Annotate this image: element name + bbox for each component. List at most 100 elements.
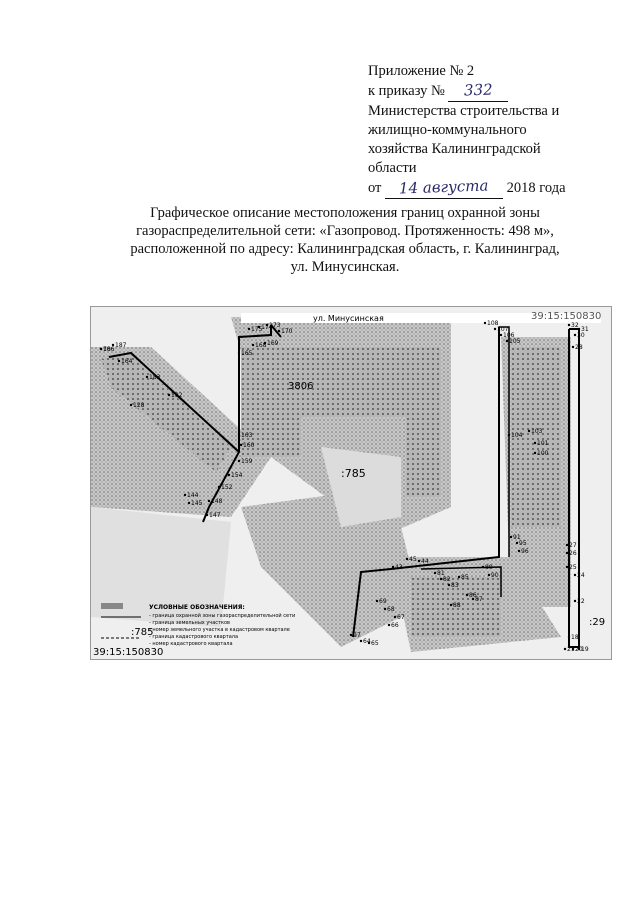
point-label: 163 <box>241 432 253 439</box>
point-label: 27 <box>569 542 577 549</box>
order-reference: к приказу № 332 <box>368 81 628 102</box>
appendix-header: Приложение № 2 к приказу № 332 Министерс… <box>368 62 628 199</box>
point-marker <box>167 393 171 397</box>
point-marker <box>571 647 575 651</box>
point-marker <box>227 473 231 477</box>
point-marker <box>187 501 191 505</box>
point-marker <box>449 603 453 607</box>
point-label: 88 <box>453 602 461 609</box>
point-label: 81 <box>437 570 445 577</box>
point-label: 107 <box>497 326 509 333</box>
quarter-label-bottom: 39:15:150830 <box>93 647 163 658</box>
point-label: 108 <box>487 320 499 327</box>
point-label: 148 <box>211 498 223 505</box>
point-marker <box>129 403 133 407</box>
point-label: 21 <box>567 646 575 653</box>
point-label: 144 <box>187 492 199 499</box>
street-band <box>241 313 601 323</box>
point-label: 45 <box>409 556 417 563</box>
point-marker <box>145 375 149 379</box>
point-label: 152 <box>221 484 233 491</box>
point-marker <box>567 635 571 639</box>
parcel-3806: 3806 <box>288 381 313 392</box>
point-label: 128 <box>133 402 145 409</box>
legend-item-5: - номер кадастрового квартала <box>149 641 233 647</box>
point-marker <box>263 341 267 345</box>
point-marker <box>447 583 451 587</box>
point-label: 147 <box>209 512 221 519</box>
point-marker <box>533 441 537 445</box>
point-label: 186 <box>103 346 115 353</box>
point-label: 28 <box>575 344 583 351</box>
point-label: 22 <box>577 598 585 605</box>
point-marker <box>573 333 577 337</box>
point-marker <box>277 329 281 333</box>
point-marker <box>257 325 261 329</box>
point-label: 24 <box>577 572 585 579</box>
point-label: 182 <box>171 392 183 399</box>
point-label: 173 <box>269 322 281 329</box>
order-number-underline: 332 <box>448 81 509 102</box>
point-marker <box>527 429 531 433</box>
terrain-sw <box>91 507 231 627</box>
ministry-line-2: жилищно-коммунального <box>368 122 527 138</box>
zone-line-north <box>238 325 272 452</box>
point-marker <box>207 499 211 503</box>
point-marker <box>393 615 397 619</box>
point-marker <box>433 571 437 575</box>
point-marker <box>509 535 513 539</box>
point-label: 100 <box>537 450 549 457</box>
point-label: 66 <box>391 622 399 629</box>
point-marker <box>251 343 255 347</box>
point-marker <box>499 333 503 337</box>
point-marker <box>533 451 537 455</box>
point-marker <box>505 339 509 343</box>
point-label: 164 <box>121 358 133 365</box>
point-label: 103 <box>531 428 543 435</box>
point-marker <box>457 575 461 579</box>
point-marker <box>515 541 519 545</box>
building-3806 <box>241 347 441 497</box>
point-marker <box>565 543 569 547</box>
date-year: 2018 года <box>506 180 566 196</box>
point-marker <box>571 345 575 349</box>
zone-line-north-tip <box>270 324 282 338</box>
legend-item-3: - номер земельного участка в кадастровом… <box>149 627 290 633</box>
point-marker <box>239 443 243 447</box>
ministry-line-3: хозяйства Калининградской <box>368 141 541 157</box>
legend-item-1: - граница охранной зоны газораспределите… <box>149 612 295 619</box>
building-west <box>101 355 231 472</box>
point-marker <box>205 513 209 517</box>
point-marker <box>487 573 491 577</box>
title-line-3: расположенной по адресу: Калининградская… <box>130 241 560 257</box>
point-marker <box>183 493 187 497</box>
point-marker <box>111 343 115 347</box>
street-label: ул. Минусинская <box>313 314 384 323</box>
point-label: 68 <box>387 606 395 613</box>
point-marker <box>577 327 581 331</box>
terrain-center <box>241 487 421 647</box>
point-marker <box>417 559 421 563</box>
zone-line-east <box>568 328 580 648</box>
point-marker <box>349 633 353 637</box>
point-marker <box>237 433 241 437</box>
point-marker <box>383 607 387 611</box>
appendix-number: Приложение № 2 <box>368 63 475 79</box>
point-label: 83 <box>451 582 459 589</box>
point-label: 31 <box>581 326 589 333</box>
parcel-785: :785 <box>341 467 366 480</box>
order-prefix: к приказу № <box>368 83 445 99</box>
courtyard-785 <box>321 447 401 527</box>
point-label: 67 <box>397 614 405 621</box>
point-marker <box>367 641 371 645</box>
point-label: 65 <box>371 640 379 647</box>
point-label: 85 <box>461 574 469 581</box>
date-prefix: от <box>368 180 382 196</box>
point-labels: 1861871641831821281631601591541521481471… <box>99 320 589 653</box>
date-handwritten: 14 августа <box>399 176 489 198</box>
point-marker <box>565 565 569 569</box>
point-marker <box>573 573 577 577</box>
point-marker <box>567 323 571 327</box>
point-label: 165 <box>241 350 253 357</box>
point-label: 106 <box>503 332 515 339</box>
